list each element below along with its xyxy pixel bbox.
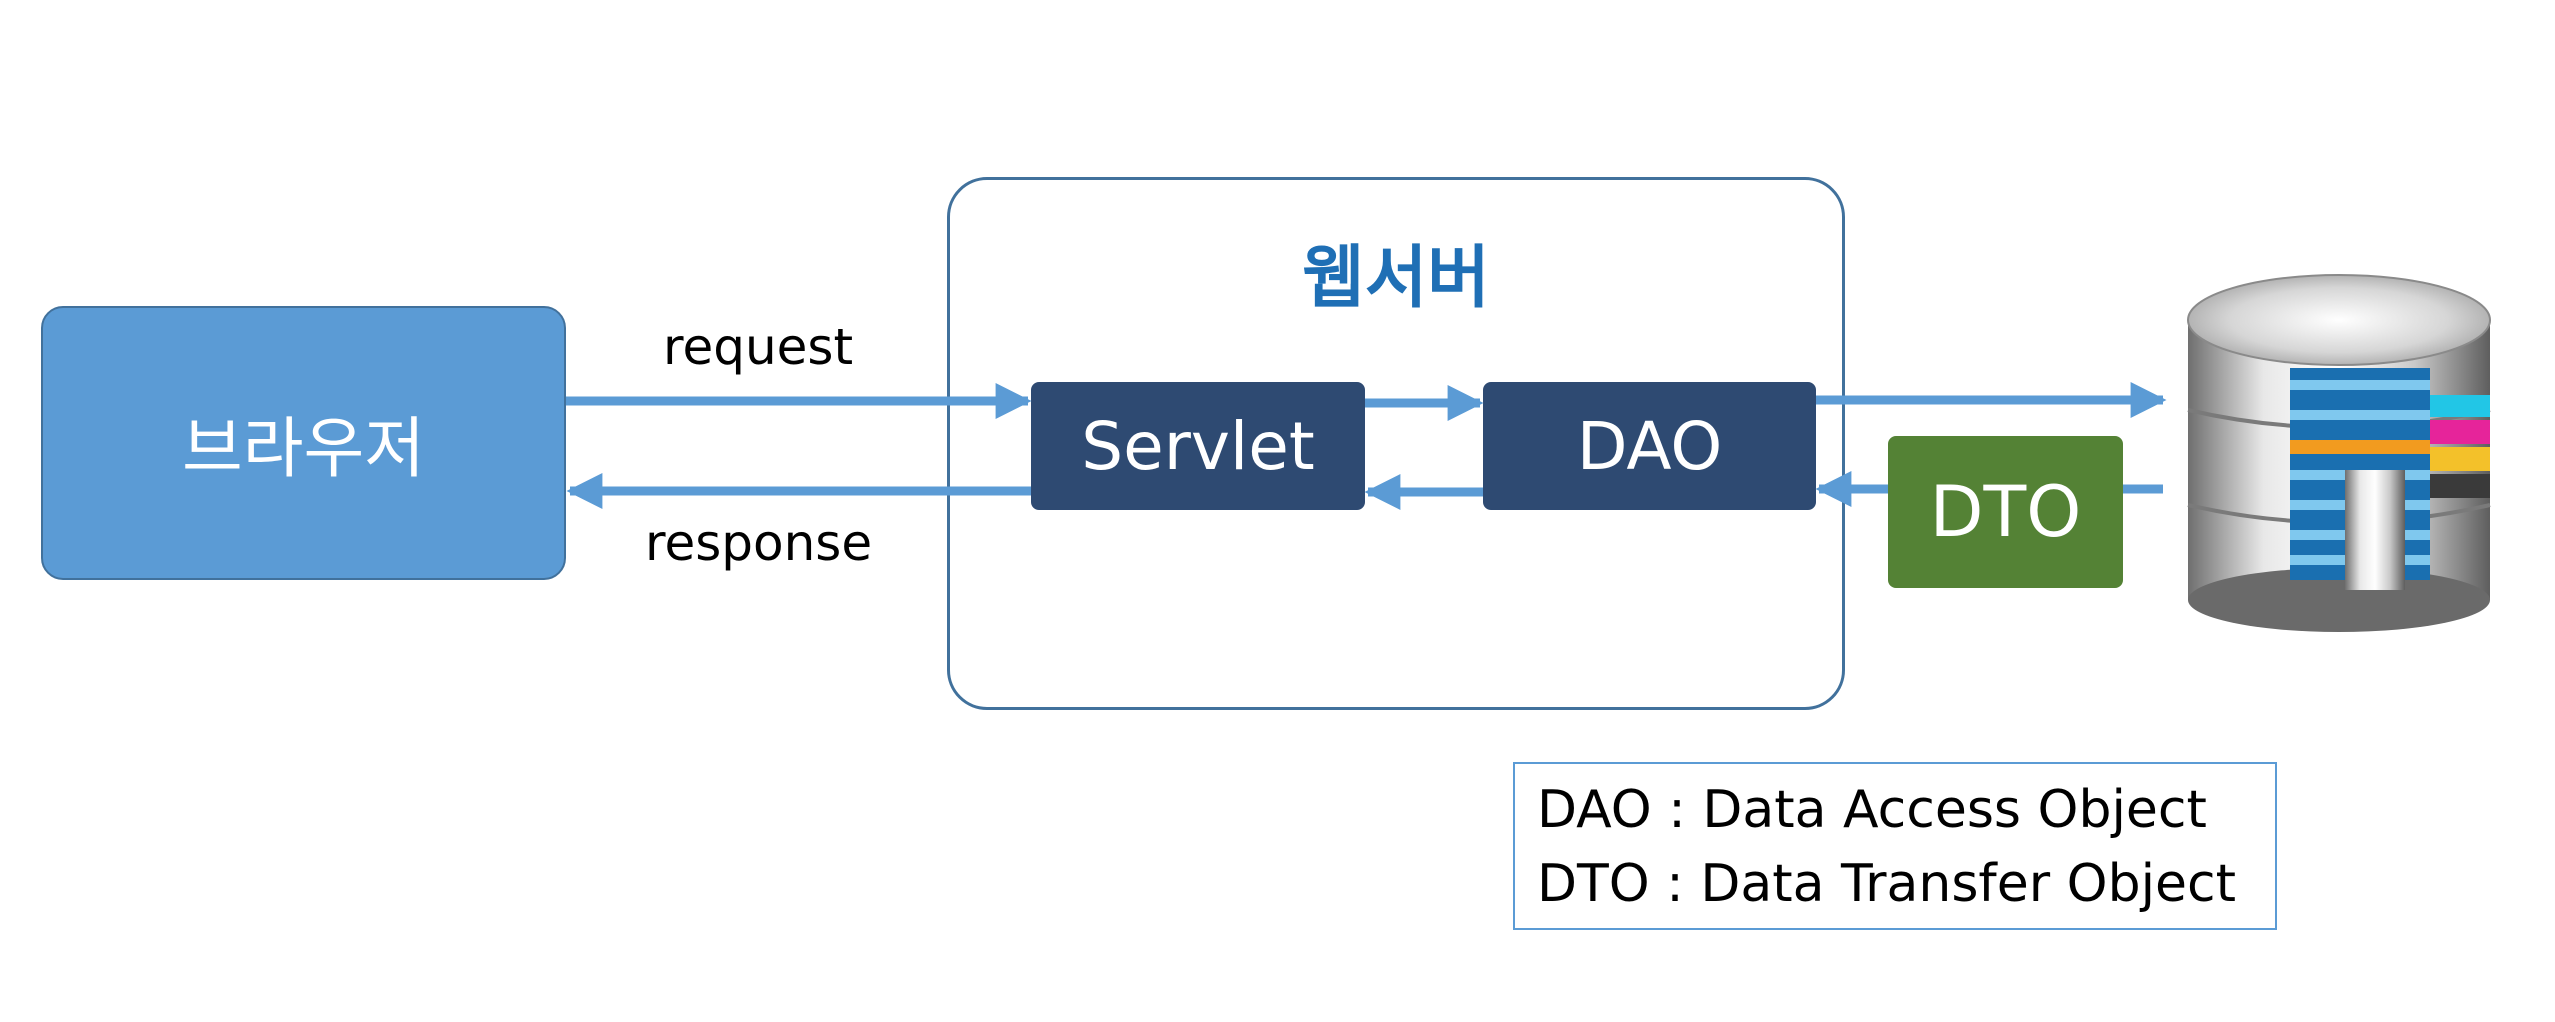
servlet-label: Servlet [1081, 407, 1315, 485]
database-icon [2187, 274, 2491, 632]
browser-label: 브라우저 [182, 410, 425, 487]
legend-full: Data Transfer Object [1700, 854, 2236, 914]
request-label: request [663, 318, 854, 376]
legend-abbr: DTO [1537, 854, 1650, 914]
dto-node: DTO [1888, 436, 2123, 588]
legend-sep: : [1666, 854, 1684, 914]
webserver-title: 웹서버 [1302, 239, 1490, 318]
legend-full: Data Access Object [1702, 780, 2207, 840]
legend-row-dao: DAO : Data Access Object [1537, 780, 2207, 840]
dao-node: DAO [1483, 382, 1816, 510]
browser-node: 브라우저 [41, 306, 566, 580]
dto-label: DTO [1929, 471, 2082, 553]
servlet-node: Servlet [1031, 382, 1365, 510]
response-label: response [645, 514, 873, 572]
dao-label: DAO [1576, 407, 1723, 485]
legend-sep: : [1668, 780, 1686, 840]
legend-abbr: DAO [1537, 780, 1652, 840]
legend-row-dto: DTO : Data Transfer Object [1537, 854, 2236, 914]
legend-box: DAO : Data Access Object DTO : Data Tran… [1513, 762, 2277, 930]
